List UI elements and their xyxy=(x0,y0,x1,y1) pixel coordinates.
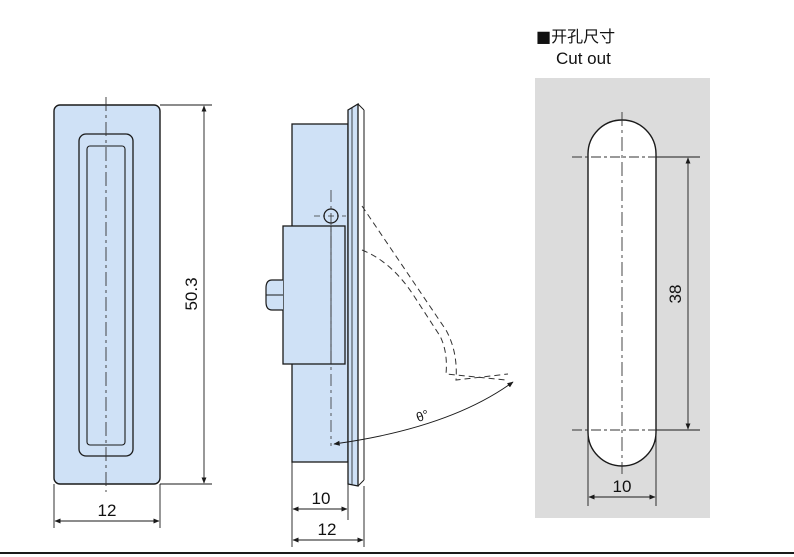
front-height-dimension: 50.3 xyxy=(160,104,212,485)
cutout-width-dimension: 10 xyxy=(587,430,657,506)
cutout-width-label: 10 xyxy=(613,477,632,496)
side-flange xyxy=(347,102,359,487)
cutout-view: ■开孔尺寸 Cut out xyxy=(535,27,710,518)
side-flange-edge xyxy=(357,103,365,111)
front-width-dimension: 12 xyxy=(53,484,161,528)
swing-handle-outline xyxy=(361,249,507,381)
side-view: θ° xyxy=(265,102,514,487)
cutout-length-label: 38 xyxy=(666,285,685,304)
front-view xyxy=(53,97,161,492)
front-width-label: 12 xyxy=(98,501,117,520)
cutout-caption-chinese: ■开孔尺寸 xyxy=(536,27,615,46)
angle-label: θ° xyxy=(414,407,431,425)
side-flange-edge xyxy=(357,479,365,487)
side-depth-inner-label: 10 xyxy=(312,489,331,508)
front-recess-inner xyxy=(86,145,126,446)
side-depth-dimension-inner: 10 xyxy=(291,462,349,520)
swing-handle-outline xyxy=(361,205,509,381)
cutout-length-dimension: 38 xyxy=(656,156,700,431)
side-depth-dimension-outer: 12 xyxy=(291,486,365,547)
latch-block xyxy=(282,225,346,365)
cutout-caption-english: Cut out xyxy=(556,49,611,68)
angle-arc xyxy=(333,381,514,446)
side-depth-outer-label: 12 xyxy=(318,520,337,539)
front-height-label: 50.3 xyxy=(182,277,201,310)
